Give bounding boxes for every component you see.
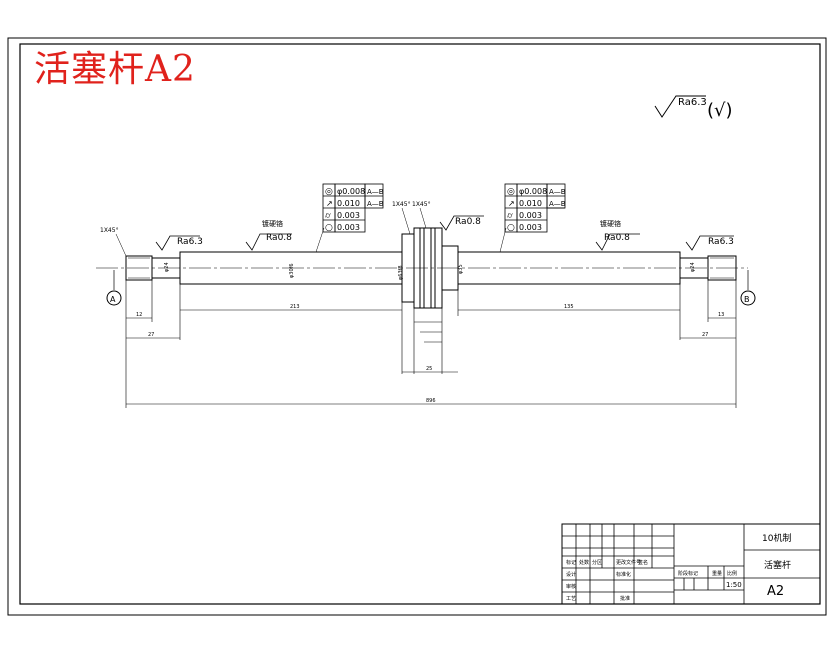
inner-border: [19, 43, 821, 605]
gdt_right-1-symbol-label: ↗: [508, 199, 515, 208]
gdt_right-2-value-label: 0.003: [519, 211, 542, 220]
dimension-lines: [125, 280, 737, 408]
title_block-labels-1-label: 处数: [579, 559, 589, 566]
chrome_notes-1-label: 镀硬铬: [600, 219, 621, 228]
title_block-labels-8-label: 工艺: [566, 596, 576, 602]
datums-1-label: B: [744, 295, 750, 304]
gdt_left-2-symbol-label: ⌭: [325, 211, 331, 220]
gdt_right-0-datum-label: A—B: [549, 188, 566, 196]
datums-0-label: A: [110, 295, 116, 304]
drawing-title: 活塞杆A2: [34, 49, 196, 90]
school-name: 10机制: [762, 532, 791, 544]
gdt_left-3-value-label: 0.003: [337, 223, 360, 232]
gdt_left-2-value-label: 0.003: [337, 211, 360, 220]
title-block: [561, 523, 821, 605]
drawing-number: A2: [767, 584, 784, 599]
dimensions-dia_left_end-label: φ24: [164, 262, 170, 272]
chamfer-note-left: 1X45°: [100, 227, 119, 234]
part-name: 活塞杆: [764, 559, 791, 571]
title_block-labels-4-label: 签名: [638, 559, 648, 566]
chamfer-note-mid1: 1X45°: [392, 201, 411, 208]
dimensions-left_rod_len-label: 213: [290, 304, 300, 310]
gdt-frame-left: ◎ φ0.008 A—B ↗ 0.010 A—B ⌭ 0.003 ○ 0.003: [322, 183, 384, 233]
dimensions-dia_right_end-label: φ24: [690, 262, 696, 272]
roughness_labels-5-label: Ra6.3: [708, 237, 734, 247]
title_block-labels-5-label: 设计: [566, 571, 576, 578]
roughness-right-rod: [595, 233, 640, 251]
roughness-piston: [439, 215, 484, 231]
roughness_labels-2-label: Ra0.8: [455, 217, 481, 227]
right-end: [679, 255, 737, 281]
title_block-labels-11-label: 重量: [712, 570, 722, 577]
general-roughness: Ra6.3 (√): [654, 95, 733, 121]
gdt_left-0-symbol-label: ◎: [325, 187, 333, 197]
dimensions-right_thread_len-label: 13: [718, 312, 724, 318]
dimensions-left_end_len-label: 27: [148, 332, 154, 338]
gdt_right-2-symbol-label: ⌭: [507, 211, 513, 220]
gdt_right-3-value-label: 0.003: [519, 223, 542, 232]
gdt_right-0-value-label: φ0.008: [519, 187, 547, 196]
title_block-labels-12-label: 比例: [727, 570, 737, 577]
roughness-left-rod: [245, 233, 292, 251]
datum-a: A: [106, 270, 122, 306]
gdt-frame-right: ◎ φ0.008 A—B ↗ 0.010 A—B ⌭ 0.003 ○ 0.003: [504, 183, 566, 233]
gdt_left-1-symbol-label: ↗: [326, 199, 333, 208]
gdt_left-3-symbol-label: ○: [325, 223, 333, 233]
dimensions-piston_width-label: 25: [426, 366, 432, 372]
outer-border: [7, 37, 827, 616]
dimensions-right_rod_len-label: 135: [564, 304, 574, 310]
gdt_right-1-value-label: 0.010: [519, 199, 542, 208]
gdt_left-1-datum-label: A—B: [367, 200, 384, 208]
gdt_right-3-symbol-label: ○: [507, 223, 515, 233]
roughness_labels-4-label: Ra0.8: [604, 233, 630, 243]
surface_finish-symbol-label: (√): [707, 100, 733, 121]
chrome_notes-0-label: 镀硬铬: [262, 219, 283, 228]
title_block-labels-6-label: 标准化: [616, 571, 631, 578]
roughness_labels-1-label: Ra0.8: [266, 233, 292, 243]
gdt_left-0-value-label: φ0.008: [337, 187, 365, 196]
dimensions-overall-label: 896: [426, 398, 436, 404]
dimensions-dia_rod-label: φ30f6: [289, 263, 295, 278]
chamfer-note-mid2: 1X45°: [412, 201, 431, 208]
title_block-labels-9-label: 批准: [620, 595, 630, 602]
datum-b: B: [740, 270, 756, 306]
title_block-labels-3-label: 更改文件号: [616, 559, 641, 566]
roughness-left-end: [155, 235, 200, 251]
dimensions-left_thread_len-label: 12: [136, 312, 142, 318]
gdt_right-0-symbol-label: ◎: [507, 187, 515, 197]
title_block-labels-10-label: 阶段标记: [678, 570, 698, 577]
title_block-labels-0-label: 标记: [566, 559, 576, 566]
roughness-right-end: [685, 235, 734, 251]
gdt_left-1-value-label: 0.010: [337, 199, 360, 208]
title_block-labels-7-label: 审核: [566, 583, 576, 590]
gdt_right-1-datum-label: A—B: [549, 200, 566, 208]
roughness_labels-0-label: Ra6.3: [177, 237, 203, 247]
dimensions-right_end_len-label: 27: [702, 332, 708, 338]
dimensions-dia_piston-label: φ63f8: [398, 265, 404, 280]
surface_finish-general-label: Ra6.3: [678, 97, 707, 108]
gdt_left-0-datum-label: A—B: [367, 188, 384, 196]
dimensions-dia_hub-label: φ35: [458, 264, 464, 274]
title_block-labels-2-label: 分区: [592, 559, 602, 566]
scale-value: 1:50: [726, 581, 742, 589]
